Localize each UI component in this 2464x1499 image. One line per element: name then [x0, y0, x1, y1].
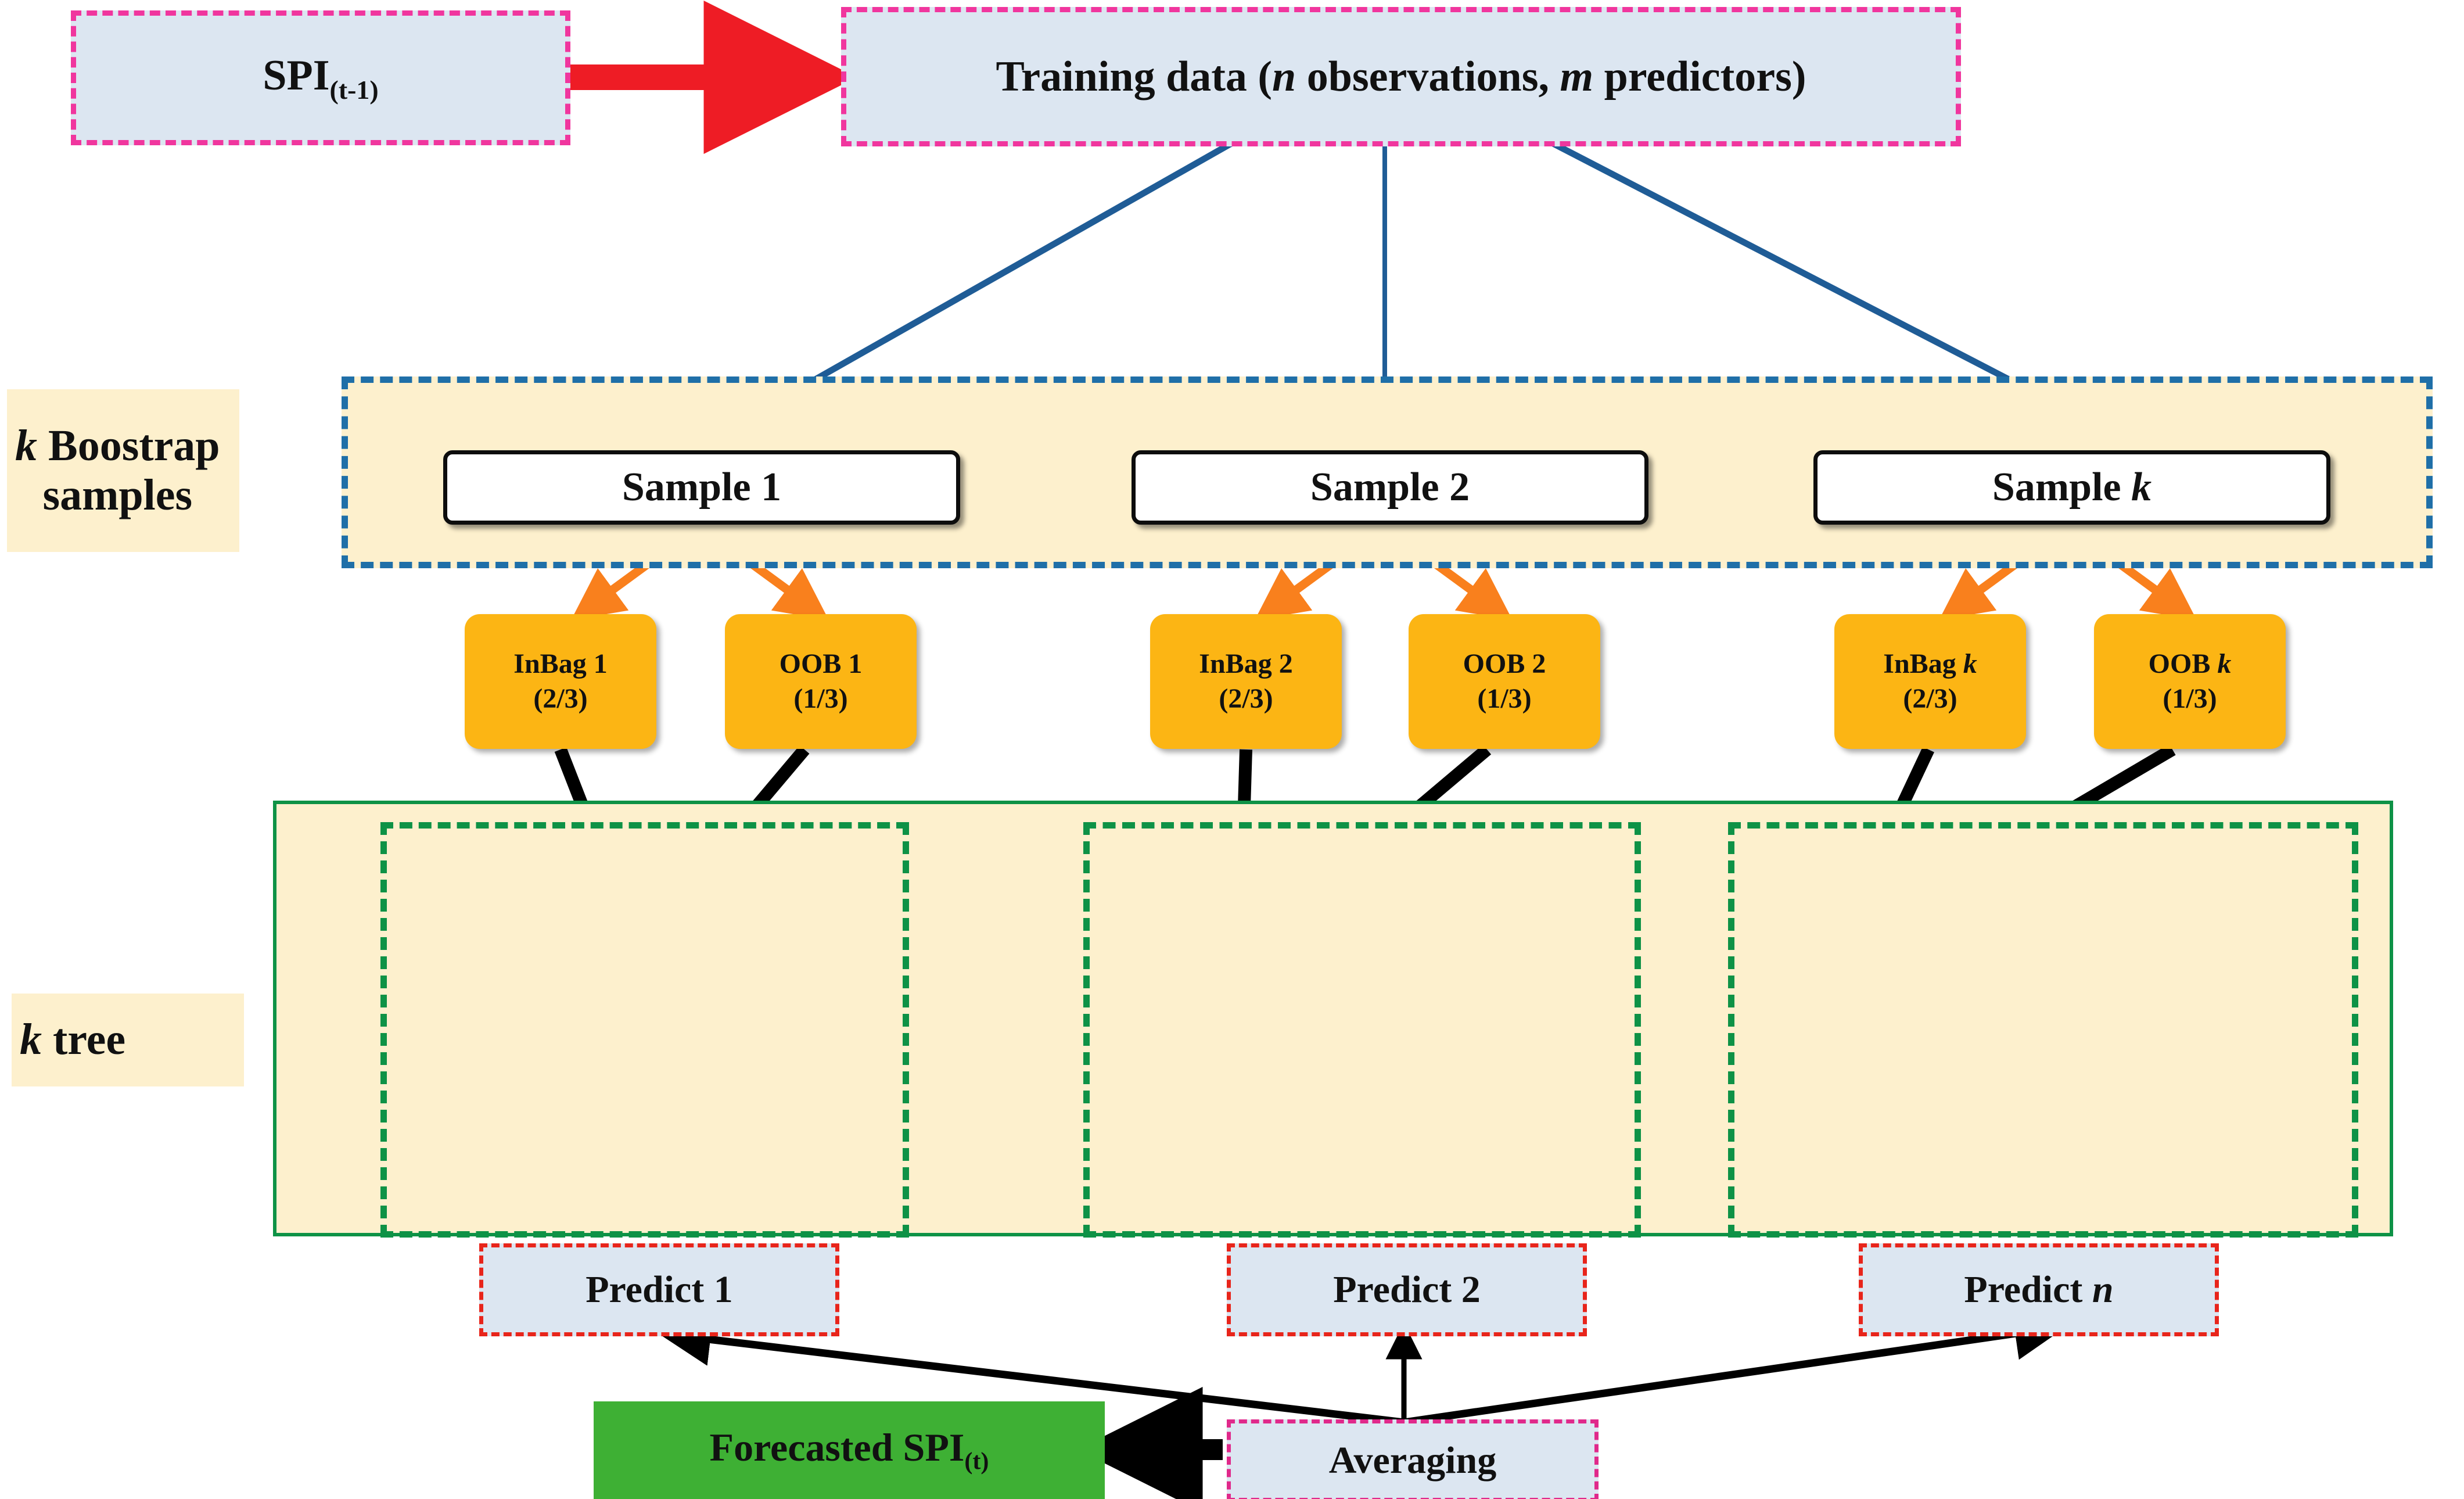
predict-box-1[interactable]: Predict 1	[479, 1243, 839, 1336]
spi-input-label: SPI(t-1)	[263, 51, 379, 105]
bootstrap-section-label: k Boostrap samples	[7, 389, 239, 552]
training-data-label: Training data (n observations, m predict…	[996, 52, 1806, 101]
sample-box-2[interactable]: Sample 2	[1132, 450, 1648, 525]
tree-section-label: k tree	[12, 994, 244, 1086]
oob-label-2: OOB 2(1/3)	[1463, 648, 1546, 714]
averaging-label: Averaging	[1328, 1439, 1497, 1482]
forecast-subscript: (t)	[964, 1447, 989, 1475]
inbag-label-2: InBag 2(2/3)	[1199, 648, 1293, 714]
oob-box-2[interactable]: OOB 2(1/3)	[1409, 614, 1600, 749]
inbag-label-k: InBag k(2/3)	[1883, 648, 1977, 714]
training-data-box[interactable]: Training data (n observations, m predict…	[841, 7, 1961, 146]
sample-box-k[interactable]: Sample k	[1813, 450, 2330, 525]
oob-box-k[interactable]: OOB k(1/3)	[2094, 614, 2286, 749]
bootstrap-section-label-text: k Boostrap samples	[15, 421, 220, 519]
predict-box-n[interactable]: Predict n	[1859, 1243, 2219, 1336]
inbag-box-k[interactable]: InBag k(2/3)	[1834, 614, 2026, 749]
inbag-box-1[interactable]: InBag 1(2/3)	[465, 614, 656, 749]
inbag-box-2[interactable]: InBag 2(2/3)	[1150, 614, 1342, 749]
predict-label-2: Predict 2	[1333, 1268, 1481, 1311]
oob-label-1: OOB 1(1/3)	[779, 648, 863, 714]
sample-label-k: Sample k	[1992, 465, 2152, 510]
forecast-output-label: Forecasted SPI(t)	[709, 1425, 989, 1475]
training-n-italic: n	[1272, 52, 1296, 101]
sample-label-2: Sample 2	[1310, 465, 1470, 510]
tree-dashed-frame-2	[1083, 822, 1641, 1238]
tree-band	[273, 801, 2393, 1236]
tree-section-label-text: k tree	[20, 1015, 126, 1064]
inbag-label-1: InBag 1(2/3)	[513, 648, 608, 714]
sample-box-1[interactable]: Sample 1	[443, 450, 960, 525]
sample-label-1: Sample 1	[622, 465, 782, 510]
oob-label-k: OOB k(1/3)	[2148, 648, 2232, 714]
predict-label-1: Predict 1	[586, 1268, 733, 1311]
predict-box-2[interactable]: Predict 2	[1227, 1243, 1587, 1336]
training-m-italic: m	[1560, 52, 1594, 101]
predict-label-n: Predict n	[1964, 1268, 2114, 1311]
spi-input-box[interactable]: SPI(t-1)	[71, 10, 570, 145]
forecast-output-box[interactable]: Forecasted SPI(t)	[594, 1401, 1105, 1499]
oob-box-1[interactable]: OOB 1(1/3)	[725, 614, 917, 749]
spi-input-subscript: (t-1)	[329, 74, 379, 105]
tree-dashed-frame-1	[380, 822, 909, 1238]
averaging-box[interactable]: Averaging	[1227, 1419, 1599, 1499]
tree-dashed-frame-3	[1728, 822, 2358, 1238]
